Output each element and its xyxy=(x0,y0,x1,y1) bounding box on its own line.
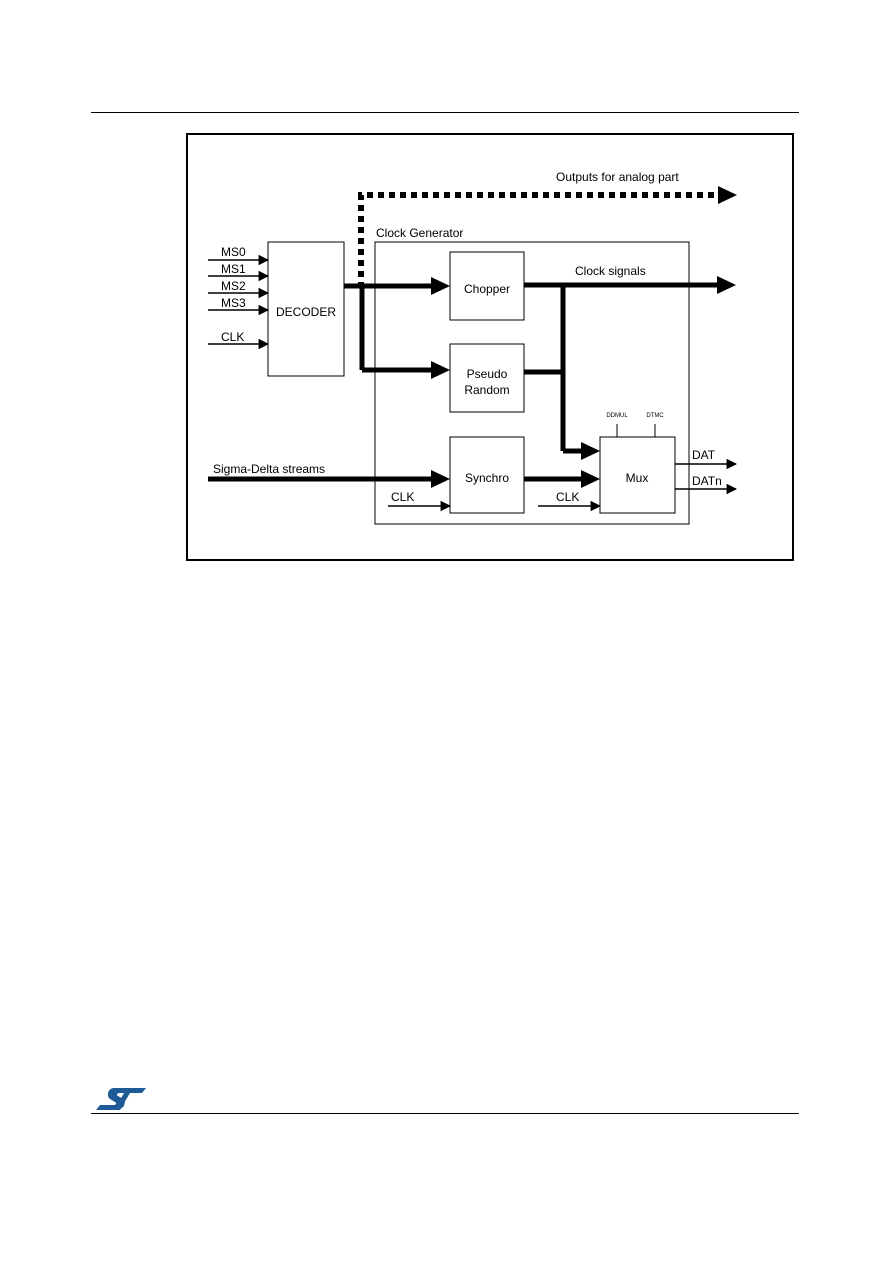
decoder-block xyxy=(267,241,345,377)
st-logo xyxy=(96,1088,146,1110)
figure-frame xyxy=(186,133,794,561)
analog-outputs-path xyxy=(358,192,728,288)
input-clk-label: CLK xyxy=(221,330,244,344)
outputs-label: Outputs for analog part xyxy=(556,170,679,184)
input-ms2-label: MS2 xyxy=(221,279,246,293)
out-datn-label: DATn xyxy=(692,474,722,488)
arrowhead-to-pseudo xyxy=(431,361,450,379)
arrowhead-to-chopper xyxy=(431,277,450,295)
pseudo-random-label-2: Random xyxy=(464,383,509,397)
mux-ctrl-1-label: DDMUL xyxy=(606,413,628,419)
input-ms0-label: MS0 xyxy=(221,245,246,259)
arrowhead-to-synchro xyxy=(431,470,450,488)
arrowhead-to-mux-top xyxy=(581,442,600,460)
header-rule xyxy=(91,112,799,113)
analog-outputs-arrowhead xyxy=(718,186,737,204)
input-ms3-label: MS3 xyxy=(221,296,246,310)
chopper-label: Chopper xyxy=(464,282,510,296)
clock-signals-arrowhead xyxy=(717,276,736,294)
clock-generator-box xyxy=(374,241,690,525)
out-dat-label: DAT xyxy=(692,448,716,462)
clk-mux-label: CLK xyxy=(556,490,579,504)
synchro-block xyxy=(449,436,525,514)
decoder-label: DECODER xyxy=(276,305,336,319)
sigma-delta-label: Sigma-Delta streams xyxy=(213,462,325,476)
chopper-block xyxy=(449,251,525,321)
pseudo-random-block xyxy=(449,343,525,413)
pseudo-random-label-1: Pseudo xyxy=(467,367,508,381)
synchro-label: Synchro xyxy=(465,471,509,485)
clock-generator-label: Clock Generator xyxy=(376,226,463,240)
mux-ctrl-2-label: DTMC xyxy=(646,413,664,419)
input-ms1-label: MS1 xyxy=(221,262,246,276)
clock-signals-label: Clock signals xyxy=(575,264,646,278)
mux-block xyxy=(599,436,676,514)
mux-label: Mux xyxy=(626,471,649,485)
clk-synchro-label: CLK xyxy=(391,490,414,504)
footer-rule xyxy=(91,1113,799,1114)
arrowhead-synchro-mux xyxy=(581,470,600,488)
